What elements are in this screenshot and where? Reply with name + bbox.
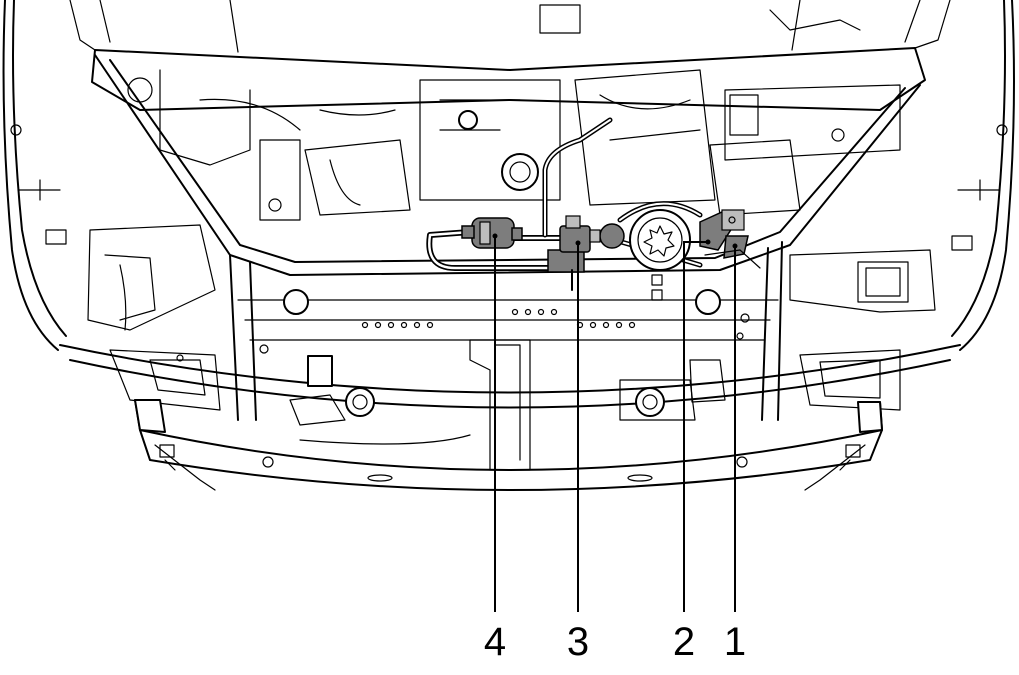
callout-4: 4 <box>484 620 506 664</box>
lower-structure <box>259 274 750 471</box>
callout-3: 3 <box>567 620 589 664</box>
pump-pulley <box>629 209 691 271</box>
leader-2 <box>683 241 708 612</box>
callout-labels: 4 3 2 1 <box>484 620 746 664</box>
crossmember-holes <box>361 308 636 329</box>
bumper-beam <box>59 344 961 491</box>
callout-1: 1 <box>724 620 746 664</box>
sensor-and-bracket <box>699 209 761 269</box>
right-headlamp-area <box>789 249 936 411</box>
valve-block <box>547 215 625 291</box>
callout-2: 2 <box>673 620 695 664</box>
fuel-filter <box>461 217 523 249</box>
body-outline <box>2 0 1015 351</box>
cowl-panel <box>69 0 951 111</box>
left-headlamp-area <box>87 224 221 411</box>
engine-components <box>127 4 901 221</box>
callout-leaders <box>492 233 738 612</box>
